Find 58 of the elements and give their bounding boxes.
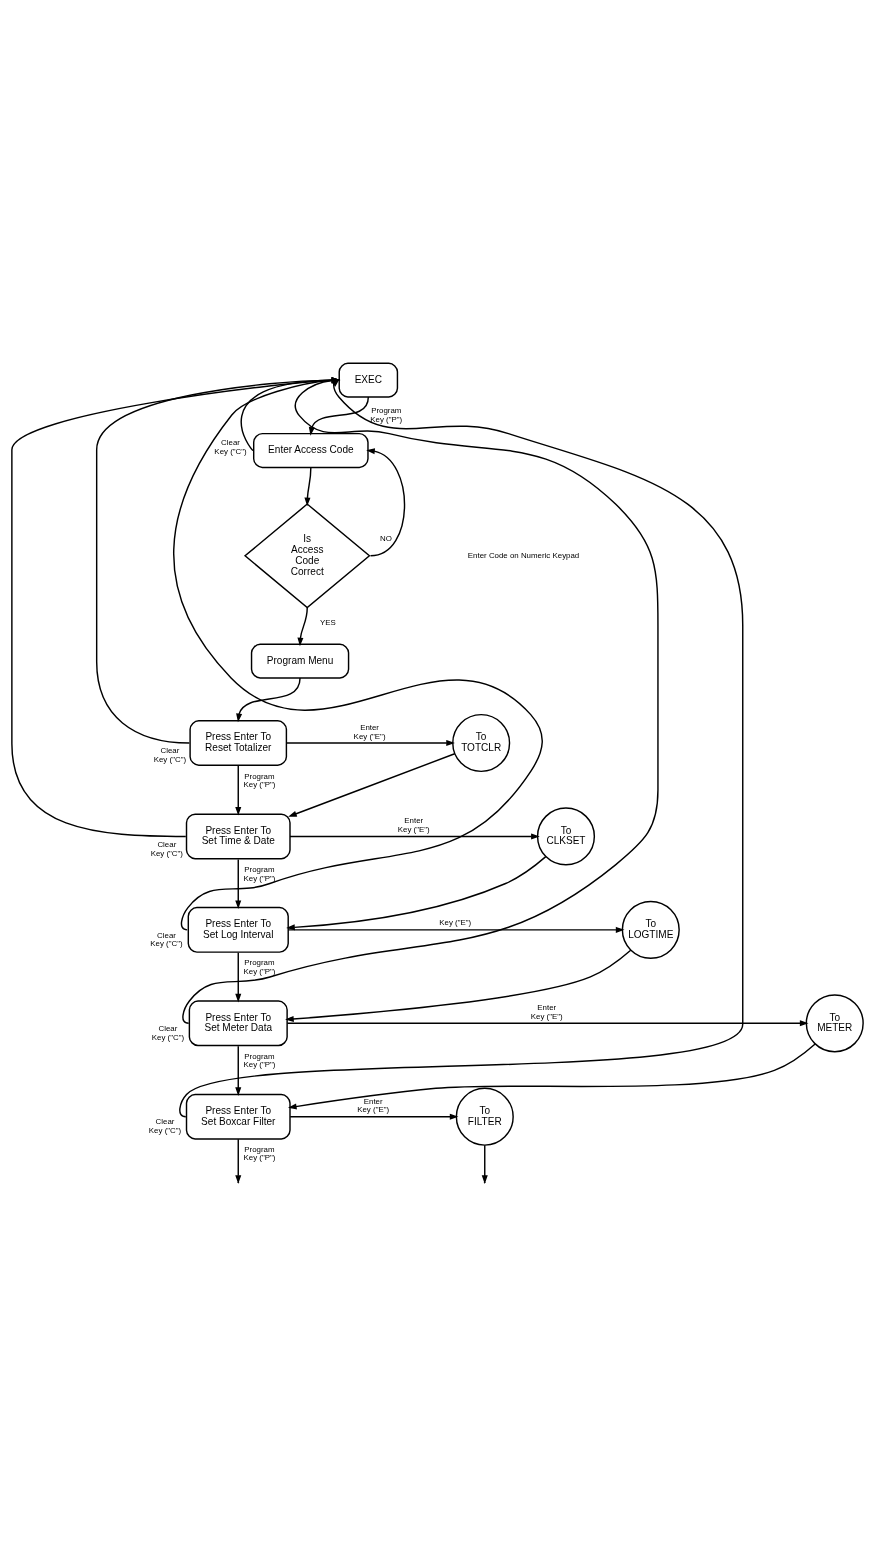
arrow: [365, 448, 405, 557]
arrow: [285, 740, 455, 747]
arrow: [288, 833, 540, 840]
arrow: [286, 1020, 808, 1027]
node-circle: To FILTER: [455, 1087, 514, 1146]
edge-label: Clear Key ("C"): [153, 745, 186, 764]
node-circle: To CLKSET: [536, 807, 595, 866]
node-box: Enter Access Code: [252, 432, 369, 469]
arrow: [284, 949, 631, 1022]
arrow: [234, 765, 241, 816]
edge-label: Key ("E"): [438, 918, 471, 928]
arrow: [181, 377, 659, 1024]
node-box: Press Enter To Set Log Interval: [187, 906, 289, 953]
arrow: [95, 377, 340, 744]
edge-label: Program Key ("P"): [242, 1144, 275, 1163]
arrow: [296, 606, 308, 647]
node-box: Press Enter To Set Time & Date: [185, 813, 291, 860]
edge-label: Enter Key ("E"): [397, 816, 430, 834]
arrow: [308, 396, 369, 436]
arrow: [303, 466, 312, 507]
arrow: [234, 1045, 241, 1096]
arrow: [235, 677, 301, 723]
node-circle: To METER: [805, 994, 864, 1053]
edge-label: Program Key ("P"): [242, 1051, 275, 1070]
arrow: [289, 1113, 458, 1120]
node-box: EXEC: [338, 362, 398, 398]
arrow: [178, 378, 743, 1118]
node-box: Press Enter To Set Meter Data: [188, 1000, 288, 1047]
node-box: Program Menu: [250, 643, 349, 679]
edge-label: Program Key ("P"): [242, 958, 275, 977]
arrow: [234, 858, 241, 910]
node-circle: To LOGTIME: [621, 900, 680, 959]
edge-label: Program Key ("P"): [369, 406, 402, 424]
edge-label: Clear Key ("C"): [213, 438, 247, 456]
label: Enter Code on Numeric Keypad: [467, 550, 579, 560]
edge-label: Clear Key ("C"): [148, 1117, 181, 1135]
edge-label: Clear Key ("C"): [150, 840, 183, 858]
edge-label: Clear Key ("C"): [149, 930, 183, 949]
node-box: Press Enter To Reset Totalizer: [188, 720, 287, 766]
edge-label: Clear Key ("C"): [151, 1024, 184, 1042]
edge-label: NO: [379, 533, 392, 543]
arrow: [287, 926, 624, 933]
arrow: [234, 952, 241, 1003]
edge-label: Enter Key ("E"): [353, 722, 386, 741]
edge-label: Enter Key ("E"): [356, 1096, 389, 1115]
arrow: [240, 377, 340, 452]
edge-label: Enter Key ("E"): [530, 1003, 563, 1021]
edge-label: YES: [319, 618, 336, 628]
node-diamond: Is Access Code Correct: [243, 503, 371, 609]
edge-label: Program Key ("P"): [242, 771, 275, 790]
arrow: [287, 753, 455, 817]
node-circle: To TOTCLR: [451, 713, 510, 773]
arrow: [172, 377, 543, 931]
node-box: Press Enter To Set Boxcar Filter: [185, 1093, 291, 1140]
arrow: [10, 377, 340, 838]
arrow: [287, 1043, 816, 1110]
arrow: [285, 855, 546, 931]
edge-label: Program Key ("P"): [242, 864, 275, 883]
